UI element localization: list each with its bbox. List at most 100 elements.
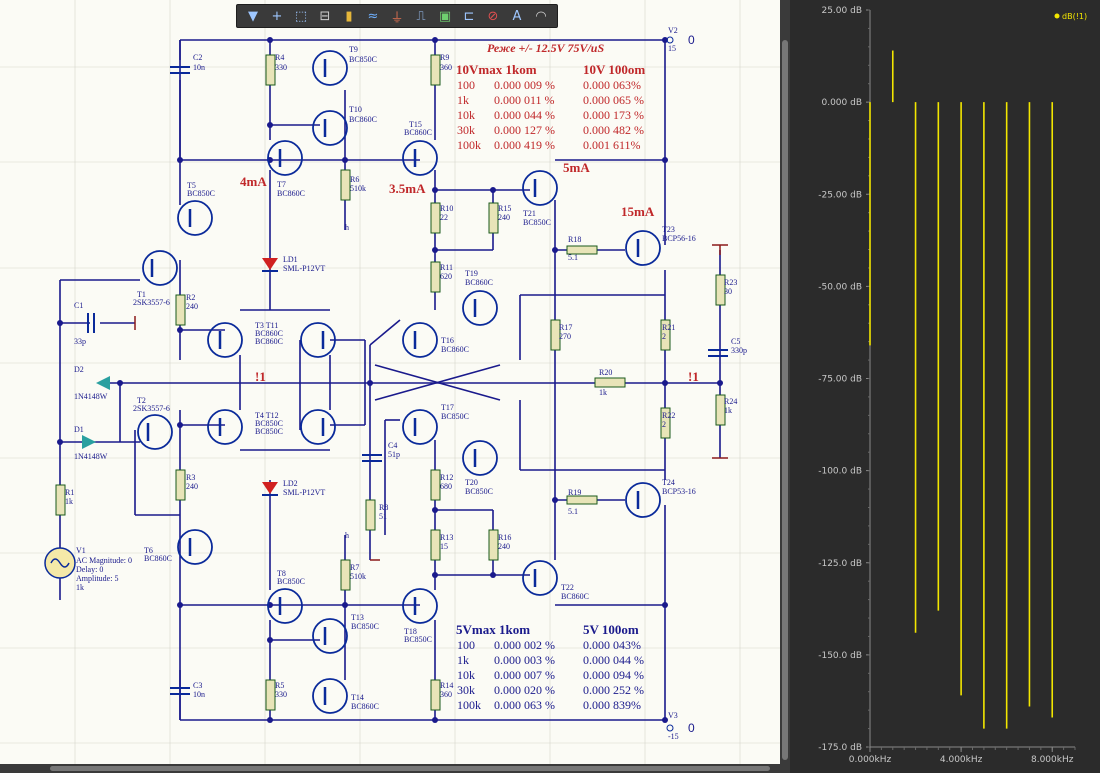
label-r6: R6 bbox=[350, 175, 359, 184]
bus-icon[interactable]: ⎍ bbox=[416, 8, 426, 24]
label-r3-val: 240 bbox=[186, 482, 198, 491]
schematic-drawing: Реже +/- 12.5V 75V/uS 10Vmax 1kom 10V 10… bbox=[0, 0, 780, 773]
y-tick-label: -50.00 dB bbox=[818, 282, 862, 292]
label-t16-val: BC860C bbox=[441, 345, 469, 354]
label-r11: R11 bbox=[440, 263, 453, 272]
label-r11-val: 620 bbox=[440, 272, 452, 281]
filter-icon[interactable]: ▼ bbox=[248, 8, 258, 24]
label-t18-val: BC850C bbox=[404, 635, 432, 644]
label-r15: R15 bbox=[498, 204, 511, 213]
label-t2: T2 bbox=[137, 396, 146, 405]
label-r1-val: 1k bbox=[65, 497, 73, 506]
table-cell: 0.000 094 % bbox=[583, 668, 644, 682]
signal-icon[interactable]: ≈ bbox=[367, 8, 379, 24]
text-icon[interactable]: A bbox=[512, 8, 522, 24]
label-r17-val: 270 bbox=[559, 332, 571, 341]
port-v2-zero: 0 bbox=[688, 33, 695, 47]
label-c5: C5 bbox=[731, 337, 740, 346]
label-c1: C1 bbox=[74, 301, 83, 310]
label-c3: C3 bbox=[193, 681, 202, 690]
label-c5-val: 330p bbox=[731, 346, 747, 355]
header-text: Реже +/- 12.5V 75V/uS bbox=[487, 41, 604, 55]
y-tick-label: -125.0 dB bbox=[818, 559, 862, 569]
label-t1: T1 bbox=[137, 290, 146, 299]
table-cell: 100k bbox=[457, 698, 481, 712]
label-t14-val: BC860C bbox=[351, 702, 379, 711]
table-cell: 0.000 002 % bbox=[494, 638, 555, 652]
table-cell: 10k bbox=[457, 108, 475, 122]
label-v1-delay: Delay: 0 bbox=[76, 565, 103, 574]
label-r22-val: 2 bbox=[662, 420, 666, 429]
align-icon[interactable]: ⊟ bbox=[319, 8, 331, 24]
table-top-col1: 10Vmax 1kom bbox=[456, 62, 537, 77]
component-icon[interactable]: ▮ bbox=[345, 8, 353, 24]
label-ld2: LD2 bbox=[283, 479, 298, 488]
annotation-3-5ma: 3.5mA bbox=[389, 181, 426, 196]
table-top-col2: 10V 100om bbox=[583, 62, 645, 77]
label-r24-val: 1k bbox=[724, 406, 732, 415]
label-t16: T16 bbox=[441, 336, 454, 345]
label-r24: R24 bbox=[724, 397, 737, 406]
vertical-scrollbar[interactable] bbox=[780, 0, 790, 773]
label-r5-val: 330 bbox=[275, 690, 287, 699]
label-h1: h bbox=[345, 223, 349, 232]
table-cell: 30k bbox=[457, 683, 475, 697]
table-cell: 0.000 003 % bbox=[494, 653, 555, 667]
label-r23-val: 30 bbox=[724, 287, 732, 296]
table-cell: 0.000 419 % bbox=[494, 138, 555, 152]
wire-cross-icon[interactable]: + bbox=[271, 8, 283, 24]
label-t23-val: BCP56-16 bbox=[662, 234, 696, 243]
legend-marker bbox=[1054, 13, 1060, 19]
port-icon[interactable]: ⊏ bbox=[463, 8, 475, 24]
label-r16-val: 240 bbox=[498, 542, 510, 551]
port-v3-label: V3 bbox=[668, 711, 678, 720]
label-r20: R20 bbox=[599, 368, 612, 377]
port-v2-label: V2 bbox=[668, 26, 678, 35]
probe-icon[interactable]: ⊘ bbox=[487, 8, 499, 24]
label-r12-val: 680 bbox=[440, 482, 452, 491]
label-r2: R2 bbox=[186, 293, 195, 302]
label-r14-val: 360 bbox=[440, 690, 452, 699]
label-t3-val: BC860C bbox=[255, 329, 283, 338]
label-r23: R23 bbox=[724, 278, 737, 287]
label-c4: C4 bbox=[388, 441, 397, 450]
select-rect-icon[interactable]: ⬚ bbox=[294, 8, 308, 24]
annotation-5ma: 5mA bbox=[563, 160, 590, 175]
label-t5-val: BC850C bbox=[187, 189, 215, 198]
label-t15: T15 bbox=[409, 120, 422, 129]
y-tick-label: 25.00 dB bbox=[821, 6, 862, 16]
label-t8: T8 bbox=[277, 569, 286, 578]
floating-toolbar: ▼ + ⬚ ⊟ ▮ ≈ ⏚ ⎍ ▣ ⊏ ⊘ A ◠ bbox=[236, 4, 558, 28]
horizontal-scrollbar[interactable] bbox=[0, 764, 780, 773]
legend-label[interactable]: dB(!1) bbox=[1062, 12, 1087, 21]
arc-icon[interactable]: ◠ bbox=[535, 8, 547, 24]
label-r1: R1 bbox=[65, 488, 74, 497]
chip-icon[interactable]: ▣ bbox=[438, 8, 452, 24]
label-t13: T13 bbox=[351, 613, 364, 622]
table-cell: 0.000 043% bbox=[583, 638, 641, 652]
table-cell: 0.000 007 % bbox=[494, 668, 555, 682]
label-h2: h bbox=[345, 531, 349, 540]
vertical-scroll-thumb[interactable] bbox=[782, 40, 788, 760]
schematic-canvas[interactable]: Реже +/- 12.5V 75V/uS 10Vmax 1kom 10V 10… bbox=[0, 0, 780, 773]
label-r14: R14 bbox=[440, 681, 453, 690]
y-tick-label: -100.0 dB bbox=[818, 467, 862, 477]
label-t7-val: BC860C bbox=[277, 189, 305, 198]
ground-icon[interactable]: ⏚ bbox=[390, 10, 404, 26]
label-r8: R8 bbox=[379, 503, 388, 512]
label-ld1-val: SML-P12VT bbox=[283, 264, 325, 273]
label-c4-val: 51p bbox=[388, 450, 400, 459]
label-t21-val: BC850C bbox=[523, 218, 551, 227]
x-tick-label: 0.000kHz bbox=[849, 755, 892, 765]
label-t13-val: BC850C bbox=[351, 622, 379, 631]
label-c2: C2 bbox=[193, 53, 202, 62]
label-r9: R9 bbox=[440, 53, 449, 62]
label-t17: T17 bbox=[441, 403, 454, 412]
horizontal-scroll-thumb[interactable] bbox=[50, 766, 770, 771]
label-t8-val: BC850C bbox=[277, 577, 305, 586]
label-t24-val: BCP53-16 bbox=[662, 487, 696, 496]
table-cell: 100 bbox=[457, 78, 475, 92]
table-cell: 0.000 063 % bbox=[494, 698, 555, 712]
label-r22: R22 bbox=[662, 411, 675, 420]
